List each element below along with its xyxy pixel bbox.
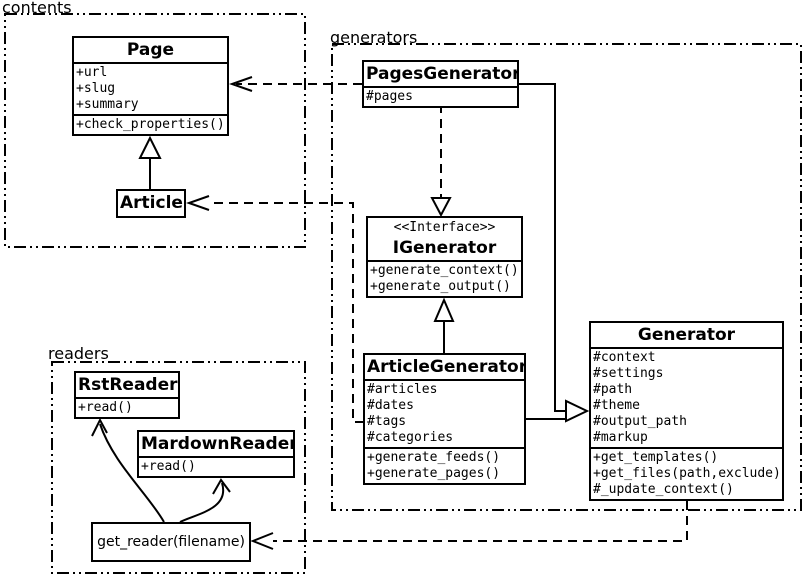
attribute: #context bbox=[593, 350, 656, 365]
dependency-arrow-generator-to-getreader bbox=[250, 501, 688, 550]
call-arrow-getreader-to-rstreader bbox=[91, 417, 165, 523]
class-attributes-page: +url +slug +summary bbox=[74, 62, 227, 114]
method: +generate_pages() bbox=[367, 466, 501, 481]
class-methods-rstreader: +read() bbox=[76, 397, 178, 417]
attribute: +url bbox=[76, 65, 108, 80]
class-title-articlegenerator: ArticleGenerator bbox=[367, 357, 524, 377]
method: +generate_output() bbox=[370, 279, 511, 294]
class-methods-igenerator: +generate_context() +generate_output() bbox=[368, 260, 521, 296]
class-box-page: Page +url +slug +summary +check_properti… bbox=[72, 36, 229, 136]
class-attributes-pagesgenerator: #pages bbox=[364, 86, 517, 106]
class-attributes-generator: #context #settings #path #theme #output_… bbox=[591, 347, 782, 447]
class-stereotype-igenerator: <<Interface>> bbox=[393, 220, 496, 235]
package-border-contents bbox=[4, 13, 306, 248]
open-arrowhead-icon bbox=[212, 478, 231, 495]
package-border-readers bbox=[51, 361, 306, 574]
attribute: #dates bbox=[367, 398, 414, 413]
attribute: #categories bbox=[367, 430, 454, 445]
method: +check_properties() bbox=[76, 117, 225, 132]
class-attributes-articlegenerator: #articles #dates #tags #categories bbox=[365, 379, 524, 447]
attribute: #articles bbox=[367, 382, 438, 397]
realization-arrow-pagesgenerator-to-igenerator bbox=[430, 104, 452, 218]
method: #_update_context() bbox=[593, 482, 734, 497]
class-methods-mardownreader: +read() bbox=[139, 456, 293, 476]
class-methods-page: +check_properties() bbox=[74, 114, 227, 134]
method: +read() bbox=[141, 459, 196, 474]
call-arrow-getreader-to-mardownreader bbox=[179, 478, 231, 523]
attribute: #path bbox=[593, 382, 633, 397]
class-title-igenerator: IGenerator bbox=[392, 238, 497, 258]
class-title-page: Page bbox=[126, 40, 175, 60]
attribute: #pages bbox=[366, 89, 413, 104]
class-title-pagesgenerator: PagesGenerator bbox=[366, 64, 517, 84]
package-label-readers: readers bbox=[48, 344, 109, 363]
class-title-rstreader: RstReader bbox=[78, 375, 178, 395]
dependency-line bbox=[273, 501, 688, 542]
method: +get_files(path,exclude) bbox=[593, 466, 780, 481]
attribute: +slug bbox=[76, 81, 116, 96]
realization-triangle-icon bbox=[433, 297, 455, 322]
curved-line bbox=[99, 423, 165, 523]
attribute: #theme bbox=[593, 398, 640, 413]
class-box-rstreader: RstReader +read() bbox=[74, 371, 180, 419]
class-box-article: Article bbox=[116, 189, 186, 218]
dependency-line bbox=[212, 202, 364, 423]
open-arrowhead-icon bbox=[91, 417, 108, 437]
open-arrowhead-icon bbox=[185, 195, 210, 211]
package-label-generators: generators bbox=[330, 28, 418, 47]
inheritance-arrow-article-to-page bbox=[138, 135, 162, 189]
inheritance-arrow-generators-to-generator bbox=[518, 83, 590, 423]
method: +get_templates() bbox=[593, 450, 719, 465]
dependency-arrow-articlegenerator-to-article bbox=[185, 195, 364, 423]
method: +generate_context() bbox=[370, 263, 519, 278]
dependency-arrow-pagesgenerator-to-page bbox=[228, 76, 362, 92]
open-arrowhead-icon bbox=[250, 532, 274, 550]
package-label-contents: contents bbox=[2, 0, 72, 17]
class-header-igenerator: <<Interface>> IGenerator bbox=[368, 218, 521, 260]
attribute: +summary bbox=[76, 97, 139, 112]
method: +generate_feeds() bbox=[367, 450, 501, 465]
attribute: #output_path bbox=[593, 414, 687, 429]
class-methods-generator: +get_templates() +get_files(path,exclude… bbox=[591, 447, 782, 499]
realization-triangle-icon bbox=[430, 197, 452, 218]
package-border-generators bbox=[331, 43, 802, 511]
class-title-mardownreader: MardownReader bbox=[141, 434, 293, 454]
attribute: #markup bbox=[593, 430, 648, 445]
class-methods-articlegenerator: +generate_feeds() +generate_pages() bbox=[365, 447, 524, 483]
curved-line bbox=[179, 482, 225, 523]
method: +read() bbox=[78, 400, 133, 415]
realization-arrow-articlegenerator-to-igenerator bbox=[433, 297, 455, 353]
attribute: #settings bbox=[593, 366, 664, 381]
inheritance-triangle-icon bbox=[138, 135, 162, 159]
attribute: #tags bbox=[367, 414, 407, 429]
function-box-get-reader: get_reader(filename) bbox=[91, 522, 251, 562]
open-arrowhead-icon bbox=[228, 76, 253, 92]
class-box-articlegenerator: ArticleGenerator #articles #dates #tags … bbox=[363, 353, 526, 485]
class-box-pagesgenerator: PagesGenerator #pages bbox=[362, 60, 519, 108]
inheritance-triangle-icon bbox=[565, 399, 590, 423]
class-box-generator: Generator #context #settings #path #them… bbox=[589, 321, 784, 501]
inheritance-line-pagesgenerator bbox=[518, 83, 566, 412]
class-box-igenerator: <<Interface>> IGenerator +generate_conte… bbox=[366, 216, 523, 298]
class-box-mardownreader: MardownReader +read() bbox=[137, 430, 295, 478]
function-label-get-reader: get_reader(filename) bbox=[97, 534, 245, 550]
class-title-article: Article bbox=[120, 193, 183, 213]
class-title-generator: Generator bbox=[637, 325, 736, 345]
